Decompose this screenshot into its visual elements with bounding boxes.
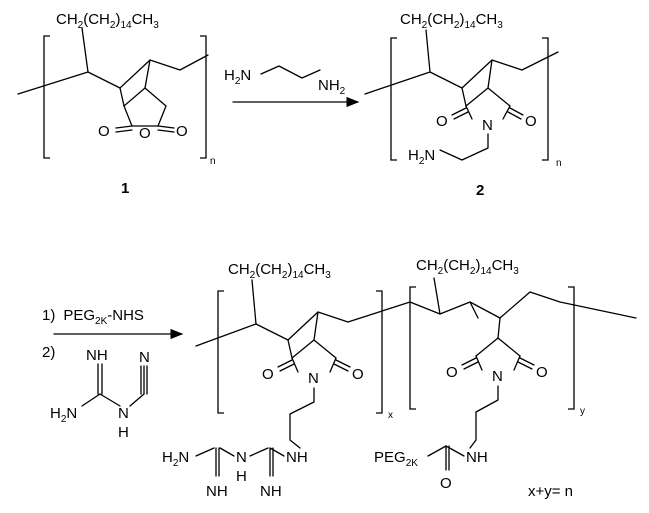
repeat-n: n (556, 158, 562, 169)
backbone (364, 51, 559, 95)
carbonyl-o-left: O (98, 123, 110, 140)
alkyl-chain-label: CH2(CH2)14CH3 (56, 11, 159, 31)
alkyl-bond (81, 27, 89, 73)
right-bracket (542, 37, 549, 161)
left-bracket (390, 37, 397, 161)
bracket-x-right (376, 290, 383, 414)
stoichiometry-label: x+y= n (528, 483, 573, 500)
guan-n: N (118, 405, 129, 422)
alkyl-chain-label: CH2(CH2)14CH3 (416, 257, 519, 277)
imide-o: O (262, 366, 274, 383)
biguanide-nh: NH (260, 483, 282, 500)
nitrile-n: N (139, 349, 150, 366)
biguanide-nh: NH (286, 449, 308, 466)
biguanide-nh: NH (206, 483, 228, 500)
biguanide-n: N (236, 449, 247, 466)
peg-label: PEG2K (374, 449, 418, 469)
biguanide-h: H (236, 468, 247, 485)
imide-n: N (492, 368, 503, 385)
repeat-x: x (388, 410, 393, 421)
left-bracket (43, 35, 50, 159)
anhydride-ring (123, 87, 167, 127)
amide-o: O (440, 475, 452, 492)
imide-o-right: O (525, 113, 537, 130)
guan-h2n: H2N (50, 405, 77, 425)
guan-h: H (118, 424, 129, 441)
ring-o: O (139, 125, 151, 142)
right-bracket (200, 35, 207, 159)
bracket-y-right (568, 286, 575, 410)
backbone (17, 54, 209, 95)
repeat-y: y (580, 406, 585, 417)
imide-o: O (352, 366, 364, 383)
bracket-x-left (217, 290, 224, 414)
reaction-step-2: 1)PEG2K-NHS 2) NH H2N N H N (42, 307, 184, 441)
imide-n: N (308, 370, 319, 387)
repeat-n: n (210, 156, 216, 167)
biguanide-h2n: H2N (162, 449, 189, 469)
step-1-label: 1)PEG2K-NHS (42, 307, 144, 327)
carbonyl-o-right: O (176, 123, 188, 140)
imide-o-left: O (436, 113, 448, 130)
step-2-label: 2) (42, 344, 55, 361)
amine-h2n: H2N (408, 147, 435, 167)
amide-nh: NH (466, 449, 488, 466)
guan-nh: NH (86, 347, 108, 364)
bracket-y-left (409, 286, 416, 410)
imide-o: O (536, 364, 548, 381)
compound-1-label: 1 (121, 180, 129, 197)
backbone (195, 291, 637, 347)
reaction-step-1: H2N NH2 (224, 65, 360, 108)
reagent-h2n: H2N (224, 67, 251, 87)
ethylene-bond (260, 65, 321, 79)
alkyl-chain-label: CH2(CH2)14CH3 (228, 261, 331, 281)
imide-o: O (446, 364, 458, 381)
imide-n: N (482, 117, 493, 134)
final-product: O O N O O N CH2(CH2)14CH3 CH2(CH2)14CH3 … (162, 257, 637, 500)
compound-2: O O N H2N CH2(CH2)14CH3 n 2 (364, 11, 562, 199)
compound-2-label: 2 (476, 182, 484, 199)
aminoethyl-bond (439, 133, 489, 161)
alkyl-chain-label: CH2(CH2)14CH3 (400, 11, 503, 31)
compound-1: O O O CH2(CH2)14CH3 n 1 (17, 11, 216, 197)
reagent-nh2: NH2 (318, 77, 346, 97)
